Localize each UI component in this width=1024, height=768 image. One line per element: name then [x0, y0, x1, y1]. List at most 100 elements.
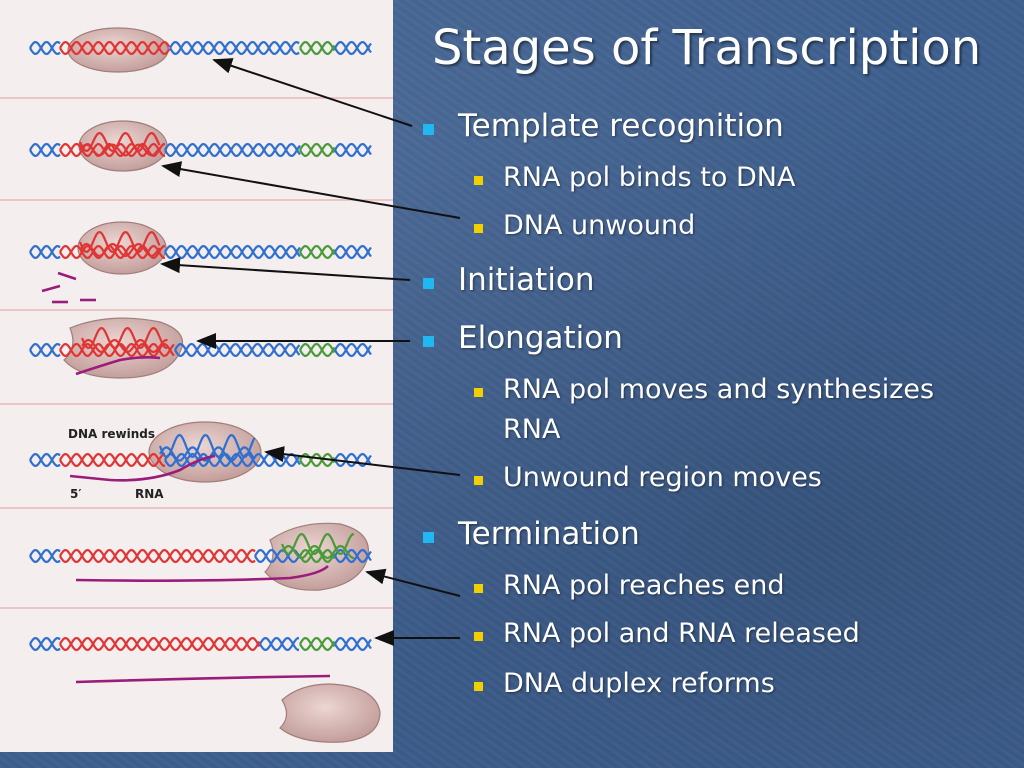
dna-strand	[334, 142, 372, 158]
bullet-item: Elongation	[458, 320, 623, 356]
dna-strand	[334, 548, 372, 564]
dna-strand	[299, 142, 336, 158]
sub-bullet-square-icon	[474, 224, 483, 233]
dna-strand	[299, 548, 336, 564]
dna-strand	[29, 40, 61, 56]
sub-bullet-item: RNA pol moves and synthesizes	[503, 374, 935, 405]
bullet-square-icon	[423, 336, 434, 347]
dna-strand	[29, 548, 61, 564]
dna-strand	[29, 40, 61, 56]
figure-drawing: DNA rewinds 5′ RNA	[0, 27, 393, 743]
arrow-initiation	[160, 257, 411, 281]
sub-bullet-item: RNA pol reaches end	[503, 570, 785, 601]
rna-transcript	[75, 565, 329, 582]
dna-strand	[164, 142, 301, 158]
sub-bullet-item: Unwound region moves	[503, 462, 822, 493]
dna-strand	[29, 452, 61, 468]
rna-transcript	[75, 356, 161, 376]
released-rna-polymerase	[279, 683, 381, 743]
sub-bullet-square-icon	[474, 584, 483, 593]
bullet-item: Template recognition	[458, 108, 784, 144]
dna-strand	[299, 244, 336, 260]
sub-bullet-item: RNA	[503, 414, 561, 445]
dna-strand	[29, 142, 61, 158]
dna-strand	[29, 342, 61, 358]
unwound-strand	[280, 532, 355, 556]
sub-bullet-square-icon	[474, 176, 483, 185]
dna-strand	[299, 636, 336, 652]
dna-rewinds-label: DNA rewinds	[68, 427, 155, 441]
arrow-template-recognition	[212, 58, 413, 127]
dna-strand	[299, 40, 336, 56]
dna-strand	[299, 244, 336, 260]
unwound-strand	[158, 433, 256, 459]
dna-strand	[29, 548, 61, 564]
unwound-strand	[80, 326, 168, 350]
dna-strand	[59, 548, 256, 564]
sub-bullet-square-icon	[474, 682, 483, 691]
dna-strand	[299, 636, 336, 652]
dna-strand	[29, 452, 61, 468]
dna-strand	[334, 40, 372, 56]
unwound-strand	[78, 230, 161, 254]
dna-strand	[169, 40, 300, 56]
sub-bullet-item: DNA unwound	[503, 210, 696, 241]
transcription-stages-figure: DNA rewinds 5′ RNA	[0, 0, 393, 752]
rna-transcript	[109, 454, 216, 482]
dna-strand	[29, 244, 61, 260]
dna-strand	[334, 40, 372, 56]
arrow-pol-reaches-end	[365, 568, 461, 597]
unwound-strand	[81, 338, 168, 354]
unwound-strand	[159, 446, 256, 462]
dna-strand	[254, 548, 301, 564]
five-prime-label: 5′	[70, 487, 82, 501]
dna-strand	[259, 636, 300, 652]
rna-transcript	[75, 674, 331, 684]
sub-bullet-item: RNA pol binds to DNA	[503, 162, 796, 193]
dna-strand	[299, 342, 336, 358]
dna-strand	[59, 142, 166, 158]
unwound-strand	[79, 143, 161, 157]
panel-dividers	[0, 97, 393, 609]
bullet-square-icon	[423, 278, 434, 289]
dna-strand	[334, 244, 372, 260]
dna-strand	[59, 40, 171, 56]
dna-strand	[29, 636, 61, 652]
dna-strand	[334, 452, 372, 468]
sub-bullet-item: RNA pol and RNA released	[503, 618, 860, 649]
unwound-strand	[79, 131, 161, 153]
arrow-unwound-region-moves	[264, 446, 461, 476]
bullet-item: Termination	[458, 516, 640, 552]
bullet-item: Initiation	[458, 262, 595, 298]
sub-bullet-item: DNA duplex reforms	[503, 668, 775, 699]
dna-strand	[299, 40, 336, 56]
rna-label: RNA	[135, 487, 164, 501]
dna-strand	[59, 452, 166, 468]
rna-nucleotide	[57, 271, 77, 281]
bullet-square-icon	[423, 532, 434, 543]
arrow-dna-unwound	[161, 161, 461, 219]
dna-strand	[334, 342, 372, 358]
rna-transcript	[69, 474, 111, 482]
dna-strand	[299, 342, 336, 358]
dna-strand	[29, 636, 61, 652]
dna-strand	[299, 452, 336, 468]
dna-strand	[334, 636, 372, 652]
dna-strand	[174, 342, 301, 358]
dna-strand	[29, 244, 61, 260]
dna-strand	[29, 142, 61, 158]
unwound-strand	[281, 544, 355, 560]
rna-nucleotide	[41, 284, 61, 293]
dna-strand	[59, 636, 261, 652]
sub-bullet-square-icon	[474, 632, 483, 641]
dna-strand	[334, 636, 372, 652]
dna-strand	[59, 342, 175, 358]
dna-strand	[299, 452, 336, 468]
rna-polymerase	[264, 522, 370, 591]
dna-strand	[29, 342, 61, 358]
dna-strand	[334, 342, 372, 358]
unwound-strand	[79, 242, 161, 258]
dna-strand	[299, 142, 336, 158]
sub-bullet-square-icon	[474, 476, 483, 485]
